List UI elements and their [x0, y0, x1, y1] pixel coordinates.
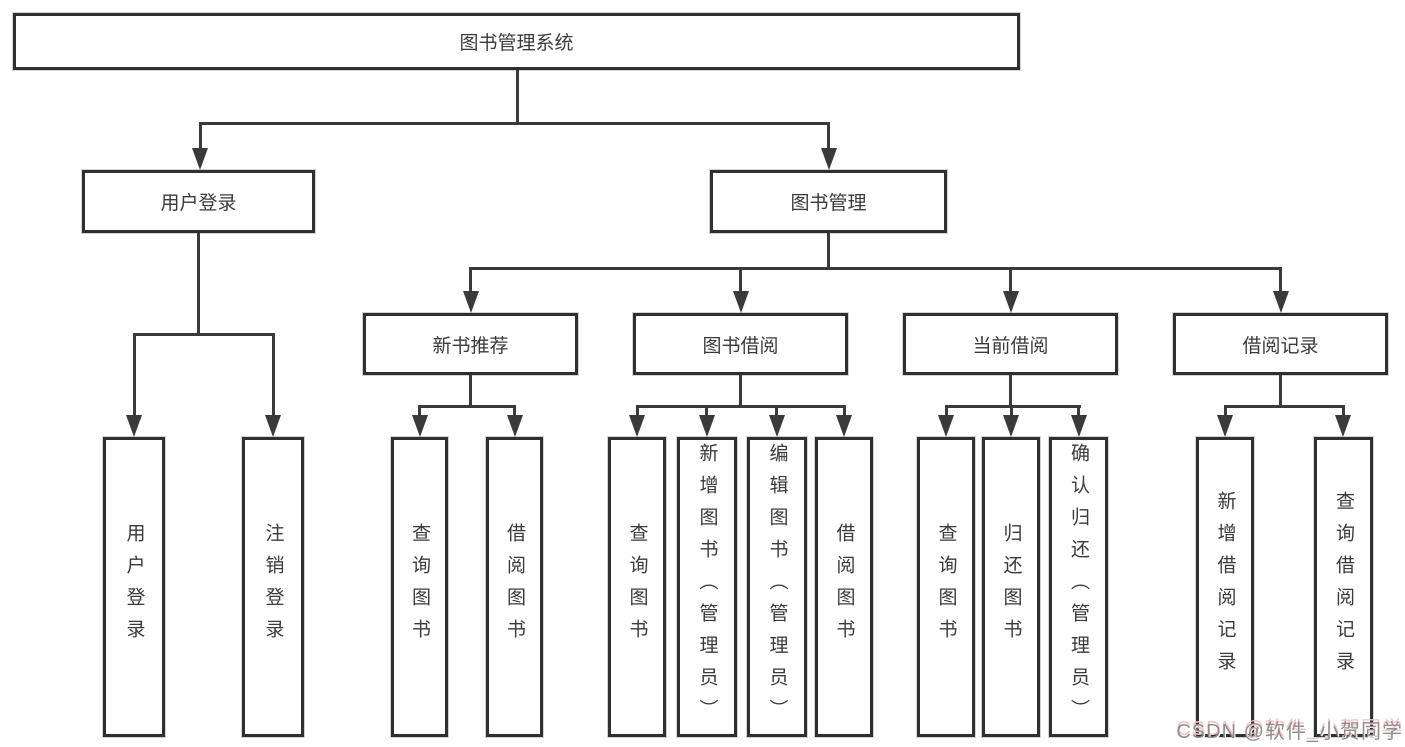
arrowhead-down-icon [1070, 415, 1087, 437]
line-segment [1009, 405, 1013, 417]
line-segment [469, 375, 472, 408]
line-segment [1223, 405, 1345, 408]
leaf-query-books-2: 查询图书 [608, 437, 666, 737]
arrowhead-down-icon [1272, 291, 1289, 313]
leaf-label: 编辑图书（管理员） [766, 443, 788, 731]
line-segment [198, 122, 202, 152]
arrowhead-down-icon [1217, 415, 1233, 437]
leaf-label: 用户登录 [123, 523, 145, 651]
line-segment [705, 405, 708, 417]
arrowhead-down-icon [506, 415, 523, 437]
leaf-add-books-admin: 新增图书（管理员） [677, 437, 737, 737]
node-book-borrow: 图书借阅 [633, 313, 848, 375]
leaf-query-borrow-record: 查询借阅记录 [1314, 437, 1373, 737]
line-segment [198, 122, 829, 125]
line-segment [1223, 405, 1227, 417]
node-new-book-recommend: 新书推荐 [363, 313, 578, 375]
arrowhead-down-icon [768, 415, 785, 437]
arrowhead-down-icon [1002, 291, 1019, 313]
arrowhead-down-icon [265, 415, 281, 437]
line-segment [1009, 375, 1012, 408]
arrowhead-down-icon [1003, 415, 1019, 437]
line-segment [635, 405, 639, 417]
line-segment [515, 70, 519, 125]
line-segment [418, 405, 421, 417]
arrowhead-down-icon [629, 415, 645, 437]
leaf-borrow-books-2: 借阅图书 [815, 437, 873, 737]
line-segment [739, 375, 742, 408]
leaf-label: 归还图书 [1000, 523, 1022, 651]
line-segment [513, 405, 516, 417]
node-book-management: 图书管理 [710, 170, 947, 233]
leaf-label: 确认归还（管理员） [1068, 443, 1089, 731]
leaf-label: 借阅图书 [504, 523, 525, 651]
leaf-query-books-1: 查询图书 [391, 437, 448, 737]
node-root: 图书管理系统 [13, 13, 1020, 70]
line-segment [271, 333, 275, 417]
arrowhead-down-icon [836, 415, 852, 437]
line-segment [944, 405, 1081, 408]
line-segment [842, 405, 846, 417]
leaf-label: 查询借阅记录 [1333, 491, 1354, 683]
line-segment [197, 233, 200, 335]
line-segment [827, 233, 830, 270]
line-segment [1341, 405, 1345, 417]
line-segment [468, 267, 1281, 270]
line-segment [418, 405, 516, 408]
arrowhead-down-icon [698, 415, 715, 437]
leaf-logout: 注销登录 [242, 437, 304, 737]
arrowhead-down-icon [820, 148, 837, 170]
leaf-borrow-books-1: 借阅图书 [486, 437, 543, 737]
line-segment [132, 333, 136, 417]
arrowhead-down-icon [938, 415, 954, 437]
node-borrow-record: 借阅记录 [1173, 313, 1388, 375]
arrowhead-down-icon [126, 415, 142, 437]
leaf-query-books-3: 查询图书 [917, 437, 975, 737]
line-segment [775, 405, 778, 417]
leaf-label: 借阅图书 [833, 523, 855, 651]
leaf-label: 新增图书（管理员） [696, 443, 718, 731]
arrowhead-down-icon [1335, 415, 1351, 437]
leaf-add-borrow-record: 新增借阅记录 [1196, 437, 1254, 737]
line-segment [1077, 405, 1080, 417]
leaf-label: 注销登录 [262, 523, 284, 651]
line-segment [635, 405, 846, 408]
line-segment [944, 405, 948, 417]
leaf-label: 新增借阅记录 [1214, 491, 1236, 683]
leaf-label: 查询图书 [626, 523, 648, 651]
watermark-text: CSDN @软件_小贺同学 [1176, 721, 1403, 743]
line-segment [132, 333, 275, 336]
line-segment [469, 267, 472, 293]
arrowhead-down-icon [411, 415, 428, 437]
leaf-return-books: 归还图书 [982, 437, 1040, 737]
arrowhead-down-icon [192, 148, 208, 170]
leaf-label: 查询图书 [409, 523, 430, 651]
line-segment [1279, 375, 1282, 408]
line-segment [1279, 267, 1282, 293]
leaf-label: 查询图书 [935, 523, 957, 651]
leaf-edit-books-admin: 编辑图书（管理员） [747, 437, 807, 737]
arrowhead-down-icon [462, 291, 479, 313]
line-segment [827, 122, 830, 152]
leaf-user-login: 用户登录 [103, 437, 165, 737]
line-segment [739, 267, 742, 293]
line-segment [1009, 267, 1012, 293]
arrowhead-down-icon [732, 291, 749, 313]
node-current-borrow: 当前借阅 [903, 313, 1118, 375]
node-user-login: 用户登录 [82, 170, 315, 233]
leaf-confirm-return-admin: 确认归还（管理员） [1049, 437, 1108, 737]
